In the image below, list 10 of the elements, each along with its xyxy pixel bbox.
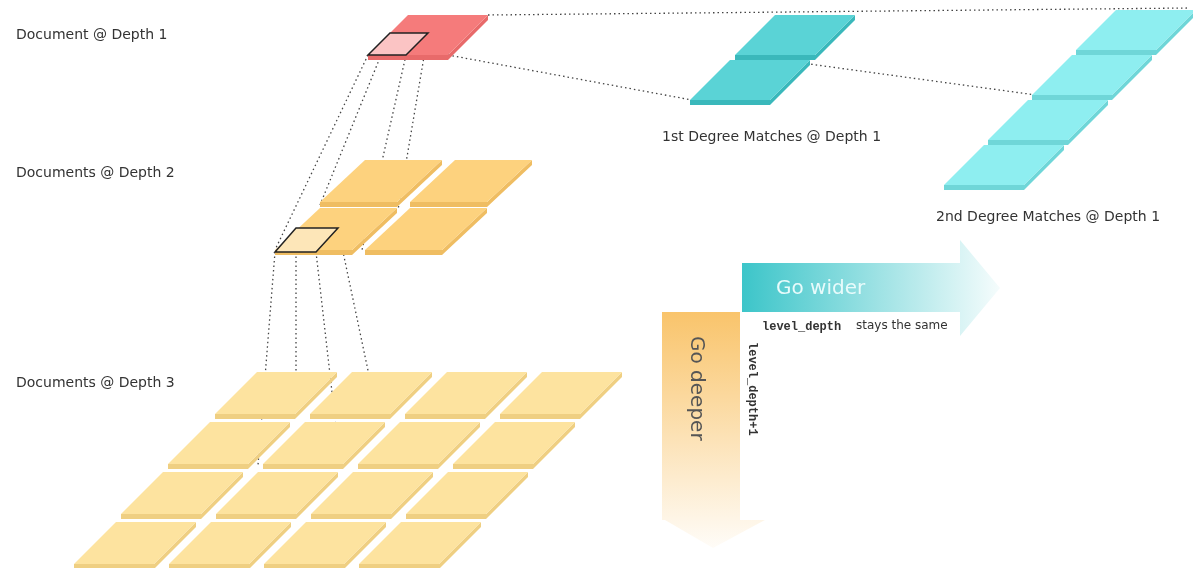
depth-label: 1st Degree Matches @ Depth 1: [662, 128, 882, 144]
depth-label: Documents @ Depth 2: [16, 164, 175, 180]
note-text: stays the same: [856, 318, 948, 332]
depth-label: Document @ Depth 1: [16, 26, 168, 42]
depth-label: 2nd Degree Matches @ Depth 1: [936, 208, 1161, 224]
code-label: level_depth+1: [745, 342, 759, 436]
code-label: level_depth: [762, 320, 842, 334]
arrow-caption: Go deeper: [686, 336, 710, 441]
depth-label: Documents @ Depth 3: [16, 374, 175, 390]
arrow-caption: Go wider: [776, 275, 866, 299]
